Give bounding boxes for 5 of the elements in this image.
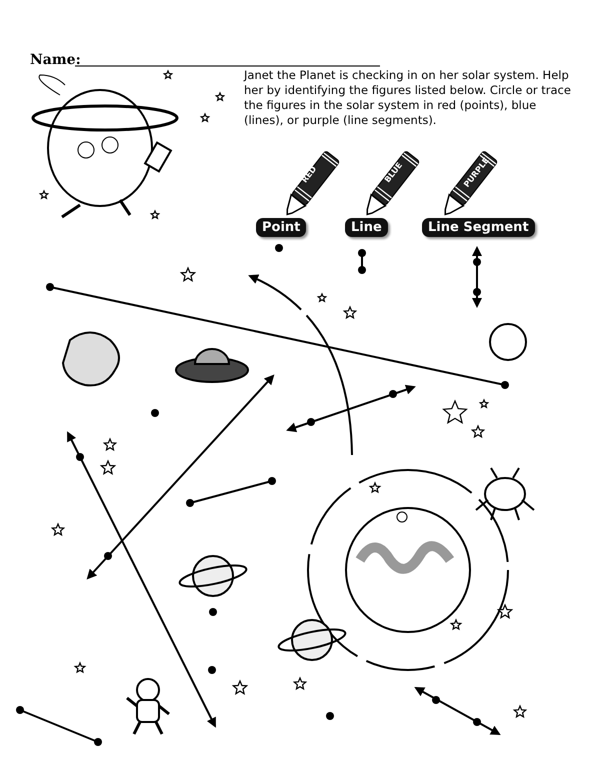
figure-heading: Line Segment <box>422 218 535 237</box>
instructions-text: Janet the Planet is checking in on her solar system. Help her by identifying the figures listed below. Circle or trace the figures in the solar system in red (points), blue (lines), or purple (line segments). <box>244 68 572 128</box>
name-label: Name: <box>30 52 81 68</box>
figure-heading: Point <box>256 218 306 237</box>
figure-heading: Line <box>345 218 388 237</box>
